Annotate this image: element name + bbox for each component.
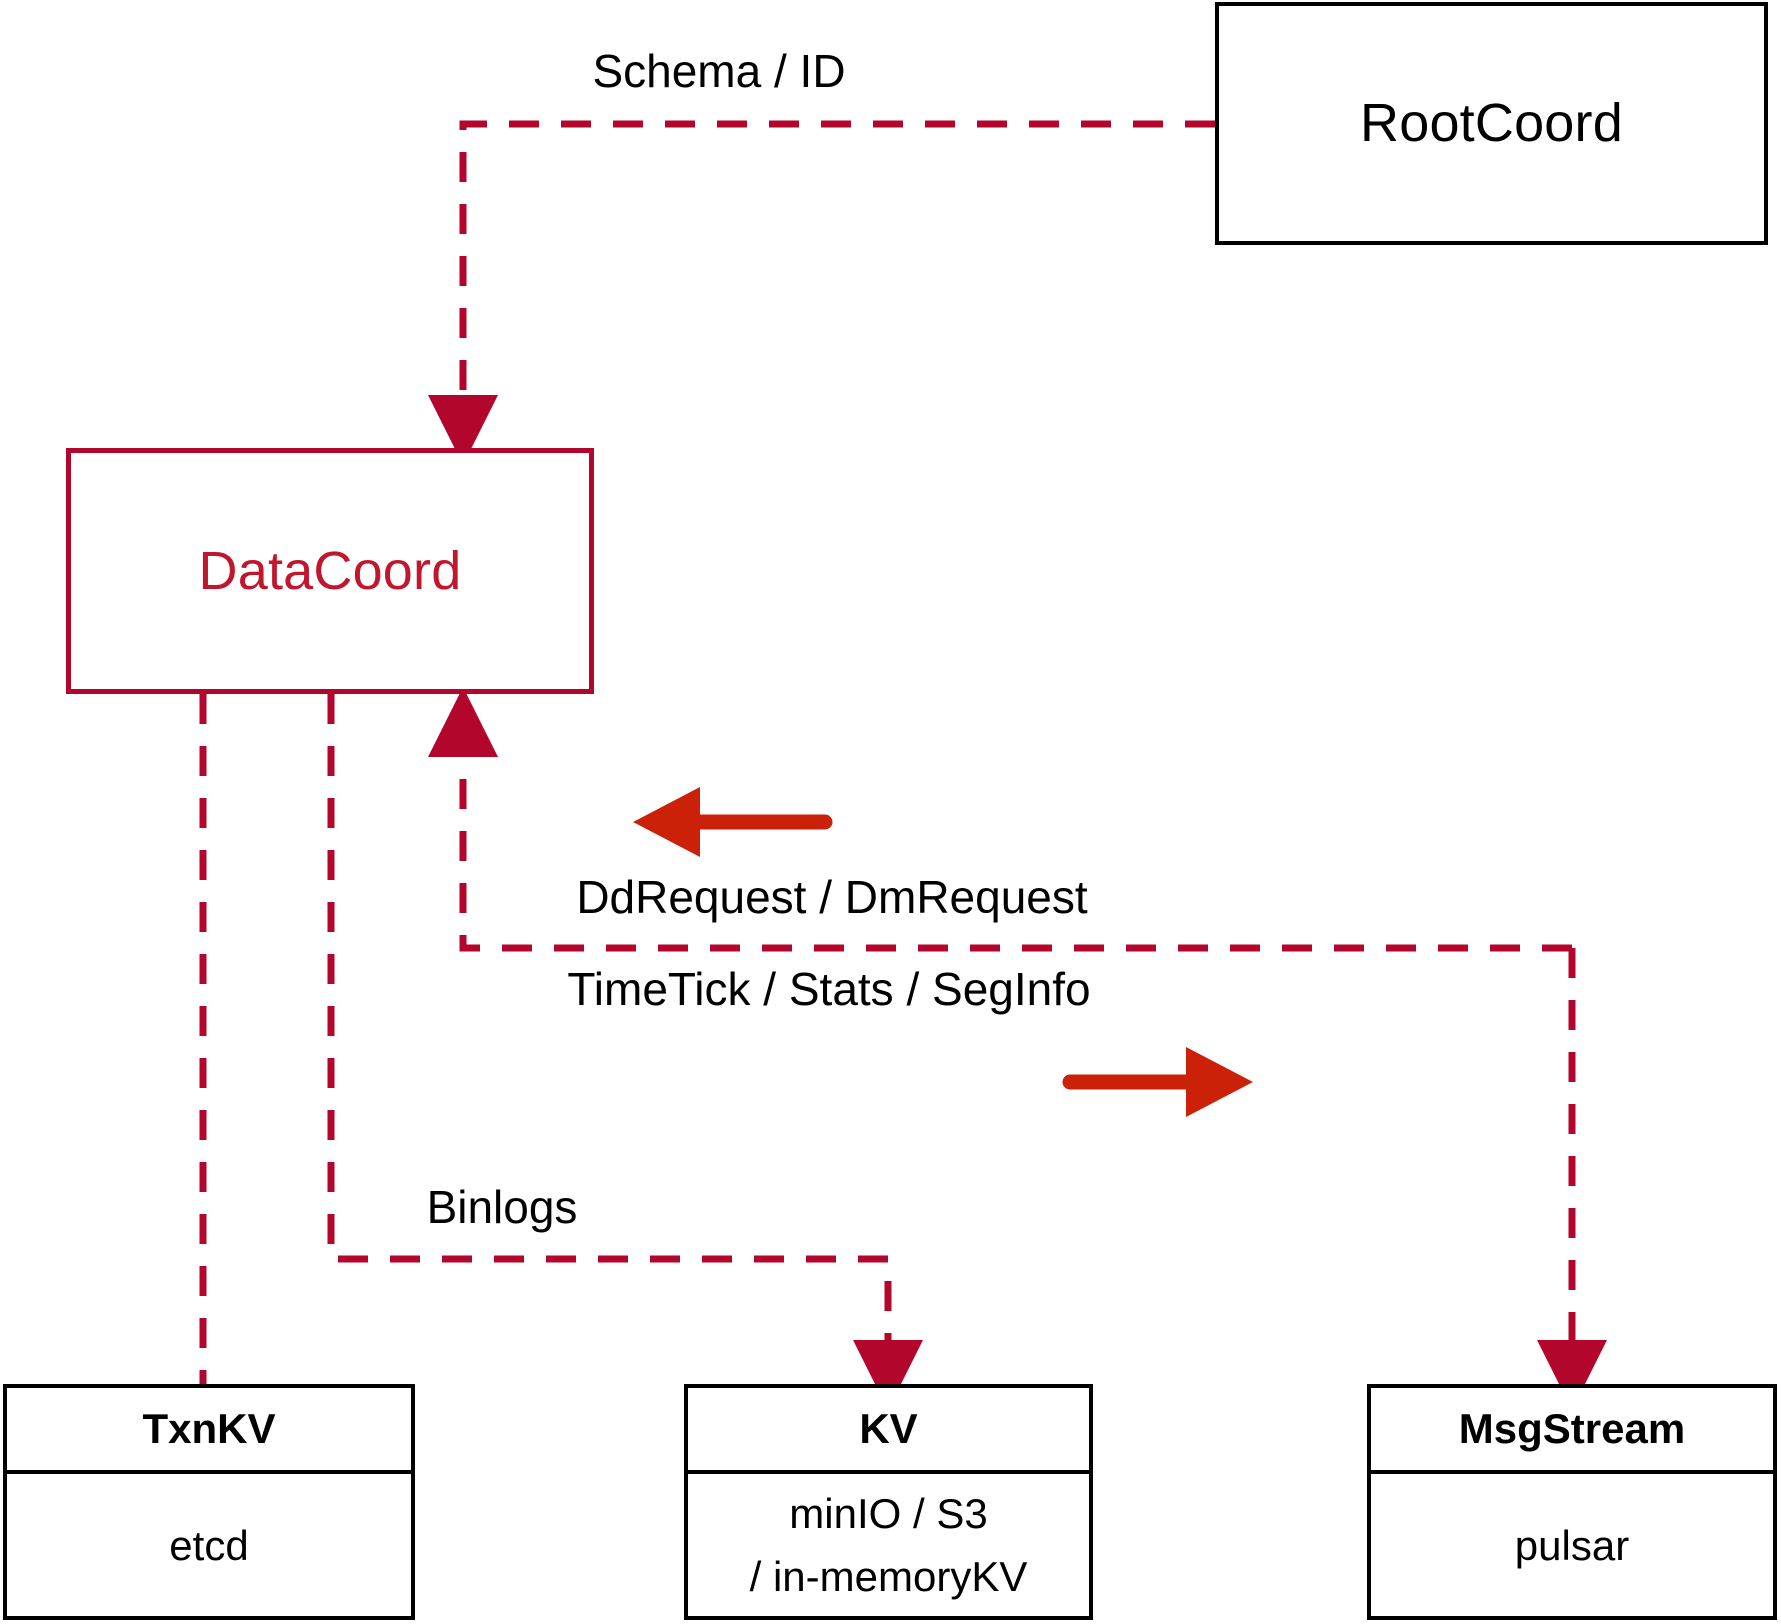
node-msg-stream-body-line: pulsar (1514, 1521, 1630, 1569)
direction-arrow-left-icon (633, 787, 833, 857)
node-txn-kv-header: TxnKV (7, 1388, 411, 1474)
node-data-coord-label: DataCoord (198, 540, 462, 601)
edge-label-ddrequest-dmrequest: DdRequest / DmRequest (576, 871, 1088, 923)
edge-label-timetick-stats-seginfo: TimeTick / Stats / SegInfo (567, 963, 1091, 1015)
node-kv[interactable]: KV minIO / S3 / in-memoryKV (684, 1384, 1093, 1620)
node-root-coord[interactable]: RootCoord (1215, 2, 1768, 245)
node-root-coord-label: RootCoord (1360, 93, 1623, 154)
node-kv-header: KV (688, 1388, 1089, 1474)
node-kv-body-line: minIO / S3 (789, 1490, 988, 1537)
node-msg-stream-header: MsgStream (1371, 1388, 1773, 1474)
node-msg-stream-body: pulsar (1371, 1474, 1773, 1616)
edge-label-schema-id: Schema / ID (592, 45, 846, 97)
edge-schema-id (428, 120, 1215, 465)
direction-arrow-right-icon (1062, 1047, 1253, 1117)
node-txn-kv-body: etcd (7, 1474, 411, 1616)
node-data-coord[interactable]: DataCoord (66, 448, 594, 694)
edge-binlogs (327, 694, 923, 1410)
node-kv-body-line: / in-memoryKV (749, 1553, 1028, 1600)
node-txn-kv[interactable]: TxnKV etcd (3, 1384, 415, 1620)
edge-label-binlogs: Binlogs (426, 1181, 578, 1233)
node-kv-body: minIO / S3 / in-memoryKV (688, 1474, 1089, 1616)
node-txn-kv-body-line: etcd (169, 1521, 249, 1569)
node-msg-stream[interactable]: MsgStream pulsar (1367, 1384, 1777, 1620)
edge-ddrequest-dmrequest (428, 687, 1572, 952)
